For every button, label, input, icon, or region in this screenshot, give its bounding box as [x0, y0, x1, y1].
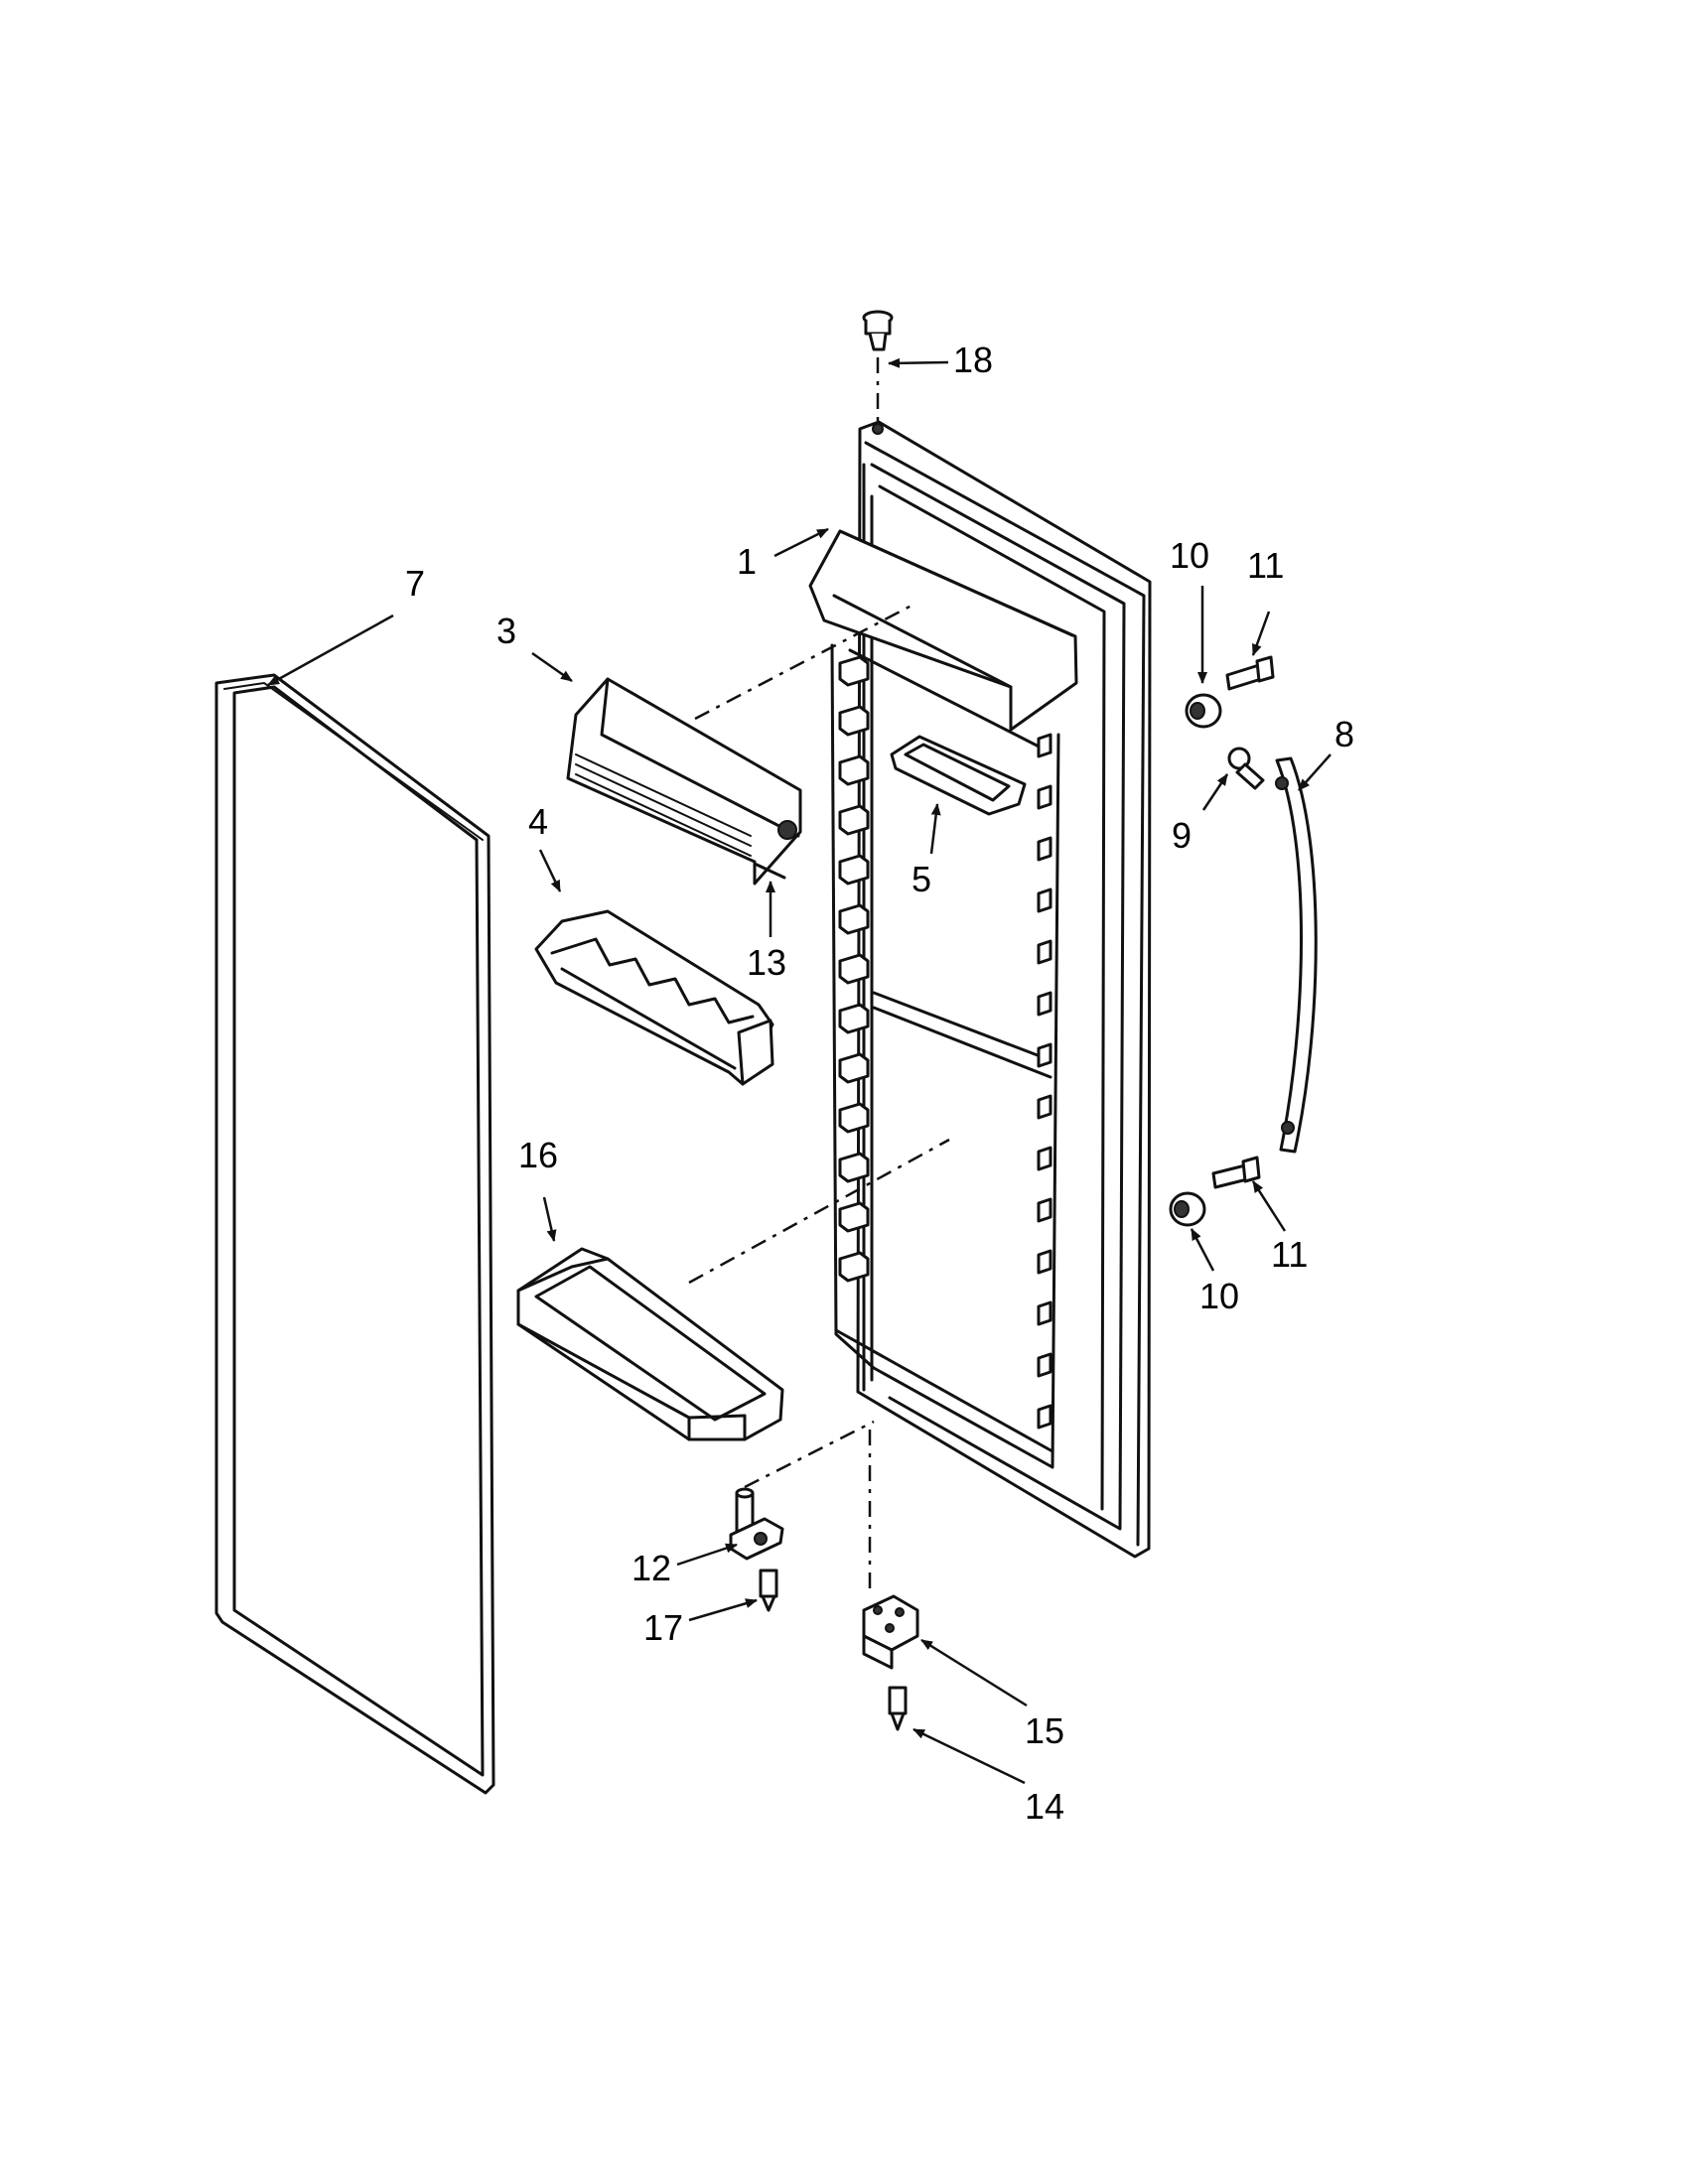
shelf-support-tab — [1037, 784, 1052, 810]
callout-3: 3 — [496, 611, 516, 651]
leader-arrows — [267, 357, 1332, 1785]
callout-14: 14 — [1025, 1786, 1064, 1827]
door-plug — [862, 310, 894, 435]
shelf-support-tab — [1037, 836, 1052, 862]
callout-labels: 18 1 7 3 10 11 8 9 4 5 13 16 11 10 12 17… — [405, 340, 1354, 1827]
handle-spacer-upper — [1185, 693, 1222, 729]
shelf-support-tab — [1037, 887, 1052, 913]
shelf-support-tab — [838, 804, 870, 836]
callout-11-upper: 11 — [1247, 545, 1284, 586]
handle-mount-screw — [1227, 747, 1265, 790]
shelf-support-tab — [838, 1102, 870, 1134]
shelf-support-tab — [1037, 1300, 1052, 1326]
shelf-support-tab — [838, 754, 870, 786]
hinge-plate-screw — [888, 1686, 908, 1731]
dairy-tray — [890, 735, 1027, 816]
shelf-support-tab — [1037, 1094, 1052, 1120]
door-handle — [1275, 756, 1318, 1154]
door-bin — [516, 1247, 784, 1441]
shelf-support-tab — [1037, 1352, 1052, 1378]
callout-12: 12 — [632, 1548, 671, 1588]
assembly-lines — [688, 357, 950, 1592]
shelf-support-tab — [1037, 1197, 1052, 1223]
handle-screw-upper — [1225, 655, 1275, 691]
shelf-support-tab — [838, 854, 870, 886]
shelf-support-tab — [1037, 1042, 1052, 1068]
lower-hinge-plate — [862, 1594, 919, 1670]
callout-7: 7 — [405, 563, 425, 604]
callout-4: 4 — [528, 801, 548, 842]
shelf-support-tab — [1037, 991, 1052, 1017]
callout-17: 17 — [643, 1607, 683, 1648]
shelf-support-tab — [838, 705, 870, 737]
shelf-support-tab — [838, 953, 870, 985]
callout-5: 5 — [912, 859, 931, 899]
door-gasket — [214, 673, 495, 1795]
callout-13: 13 — [747, 942, 786, 983]
shelf-support-tab — [1037, 939, 1052, 965]
callout-16: 16 — [518, 1135, 558, 1175]
shelf-support-tab — [838, 1003, 870, 1034]
callout-18: 18 — [953, 340, 993, 380]
callout-8: 8 — [1334, 714, 1354, 754]
callout-9: 9 — [1172, 815, 1192, 856]
shelf-support-tab — [1037, 1249, 1052, 1275]
handle-screw-lower — [1211, 1156, 1261, 1189]
callout-11-lower: 11 — [1271, 1234, 1308, 1275]
shelf-support-tab — [1037, 1146, 1052, 1171]
handle-spacer-lower — [1169, 1191, 1206, 1227]
shelf-support-tab — [1037, 733, 1052, 758]
door-liner-assembly — [808, 420, 1152, 1559]
liner-shelf-supports-right — [1037, 733, 1052, 1430]
callout-1: 1 — [737, 541, 757, 582]
shelf-support-tab — [838, 1052, 870, 1084]
shelf-support-tab — [838, 655, 870, 687]
egg-tray — [534, 909, 774, 1086]
callout-10-lower: 10 — [1199, 1276, 1239, 1316]
liner-shelf-supports-left — [838, 655, 870, 1283]
callout-15: 15 — [1025, 1710, 1064, 1751]
shelf-support-tab — [838, 903, 870, 935]
shelf-support-tab — [838, 1201, 870, 1233]
dairy-cover — [566, 677, 802, 886]
shelf-support-tab — [1037, 1404, 1052, 1430]
shelf-support-tab — [838, 1251, 870, 1283]
shelf-support-tab — [838, 1152, 870, 1183]
hinge-screw — [759, 1569, 778, 1612]
callout-10-upper: 10 — [1170, 535, 1209, 576]
hinge-pin-bracket — [729, 1487, 784, 1561]
